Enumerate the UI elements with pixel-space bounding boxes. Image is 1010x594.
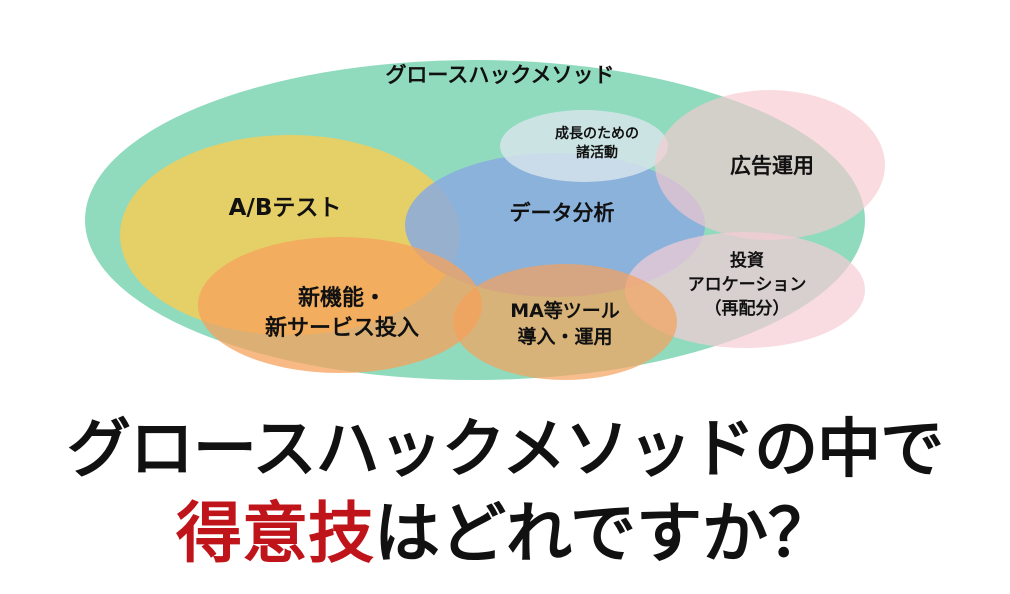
new-features-label-line1: 新機能・ [298,285,386,311]
ad-operations-region [655,90,885,240]
new-features-label-line2: 新サービス投入 [265,315,419,341]
headline-rest-text: はどれですか？ [373,495,835,572]
growth-hack-venn-diagram: グロースハックメソッド 成長のための 諸活動 広告運用 A/Bテスト データ分析… [85,60,885,380]
headline-accent-text: 得意技 [175,495,374,572]
investment-allocation-label-line2: アロケーション [688,275,807,295]
ma-tools-label-line1: MA等ツール [510,299,620,322]
ab-test-label: A/Bテスト [229,195,342,221]
headline-line1: グロースハックメソッドの中で [66,413,944,487]
ma-tools-region [453,264,677,380]
ma-tools-label-line2: 導入・運用 [517,325,612,348]
investment-allocation-label-line1: 投資 [730,250,764,271]
outer-label: グロースハックメソッド [385,63,614,87]
investment-allocation-region [625,232,865,348]
growth-activities-label-line1: 成長のための [555,125,639,142]
growth-activities-region [500,110,668,182]
investment-allocation-label-line3: （再配分） [705,298,790,319]
headline-line2: 得意技はどれですか？ [0,493,1010,575]
data-analysis-label: データ分析 [510,201,615,225]
ad-operations-label: 広告運用 [730,154,814,178]
growth-activities-label-line2: 諸活動 [576,144,618,161]
data-analysis-region [405,153,705,297]
new-features-region [198,237,482,373]
